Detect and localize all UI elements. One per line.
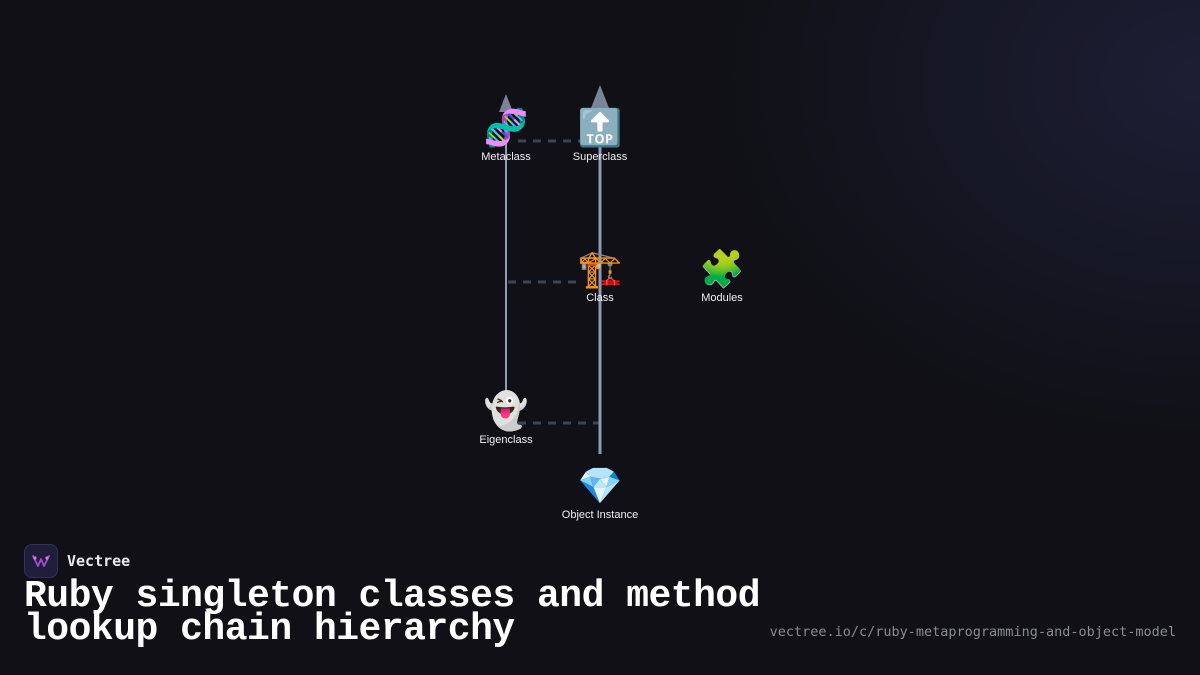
arrowhead-superclass <box>591 85 609 108</box>
node-label-class: Class <box>586 292 614 304</box>
node-modules[interactable]: 🧩 Modules <box>662 247 782 305</box>
brand-name: Vectree <box>67 552 131 570</box>
node-label-metaclass: Metaclass <box>481 151 531 163</box>
vectree-logo-icon <box>24 544 58 578</box>
source-url[interactable]: vectree.io/c/ruby-metaprogramming-and-ob… <box>769 624 1176 640</box>
node-metaclass[interactable]: 🧬 Metaclass <box>446 106 566 164</box>
gem-icon: 💎 <box>577 465 623 506</box>
arrowhead-metaclass <box>499 94 513 112</box>
node-eigenclass[interactable]: 👻 Eigenclass <box>446 389 566 447</box>
node-label-eigenclass: Eigenclass <box>479 434 533 446</box>
ghost-icon: 👻 <box>483 390 529 431</box>
node-class[interactable]: 🏗️ Class <box>540 247 660 305</box>
dna-icon: 🧬 <box>483 107 529 148</box>
node-label-superclass: Superclass <box>572 151 628 163</box>
node-label-modules: Modules <box>701 292 743 304</box>
node-label-object-instance: Object Instance <box>561 509 639 521</box>
puzzle-piece-icon: 🧩 <box>699 248 745 289</box>
page-title: Ruby singleton classes and method lookup… <box>24 575 761 651</box>
brand: Vectree <box>24 544 130 578</box>
crane-icon: 🏗️ <box>577 248 623 289</box>
top-arrow-icon: 🔝 <box>577 107 623 148</box>
node-object-instance[interactable]: 💎 Object Instance <box>540 464 660 522</box>
node-superclass[interactable]: 🔝 Superclass <box>540 106 660 164</box>
